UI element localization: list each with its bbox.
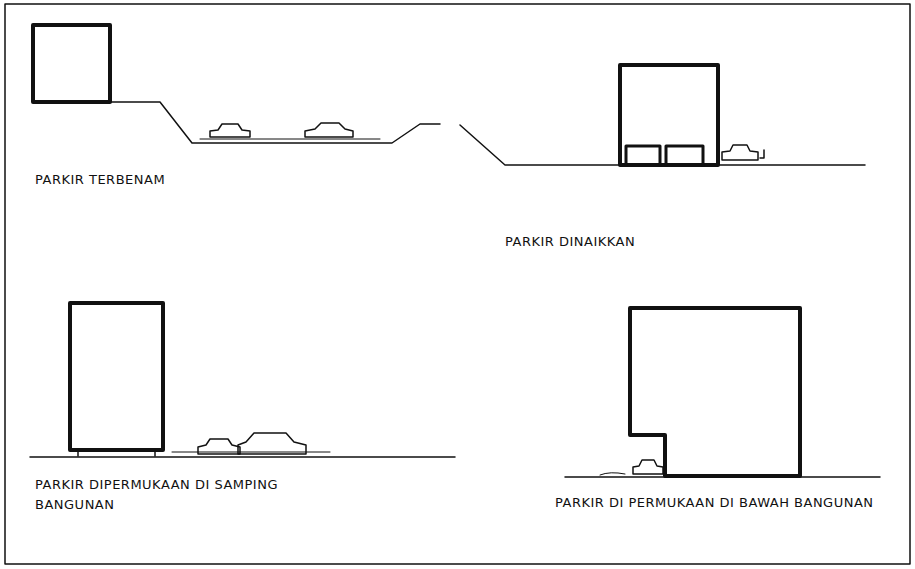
raised-parking-sketch [460, 65, 865, 165]
under-surface-parking-sketch [565, 308, 880, 477]
side-surface-parking-sketch [30, 303, 455, 457]
caption-label: PARKIR DI PERMUKAAN DI BAWAH BANGUNAN [555, 493, 885, 513]
caption-label: PARKIR DINAIKKAN [505, 232, 805, 252]
caption-label: PARKIR DIPERMUKAAN DI SAMPING BANGUNAN [35, 475, 325, 515]
frame-border [5, 4, 910, 564]
sunken-parking-sketch [33, 25, 440, 143]
caption-label: PARKIR TERBENAM [35, 170, 335, 190]
